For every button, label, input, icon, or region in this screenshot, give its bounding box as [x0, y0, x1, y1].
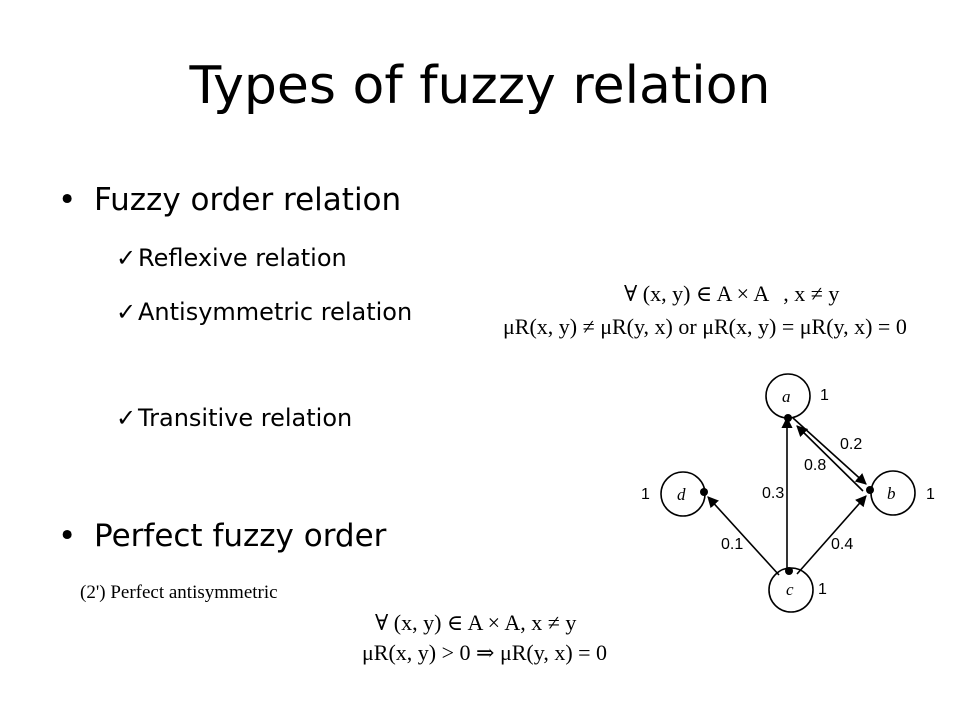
bullet-perfect-fuzzy-order: •Perfect fuzzy order: [58, 518, 387, 554]
bullet-dot-icon: •: [58, 182, 77, 218]
node-d: [700, 488, 708, 496]
edge-b-a: [796, 425, 864, 492]
checkmark-icon: ✓: [116, 404, 137, 432]
self-loop-label-d: 1: [641, 486, 650, 503]
node-label-a: a: [782, 387, 791, 406]
self-loop-label-a: 1: [820, 387, 829, 404]
node-c: [785, 567, 793, 575]
sub-item-transitive: ✓Transitive relation: [116, 404, 353, 432]
self-loop-label-b: 1: [926, 486, 935, 503]
node-label-d: d: [677, 485, 686, 504]
checkmark-icon: ✓: [116, 244, 137, 272]
slide-title: Types of fuzzy relation: [189, 56, 771, 116]
sub-item-antisymmetric: ✓Antisymmetric relation: [116, 298, 413, 326]
checkmark-icon: ✓: [116, 298, 137, 326]
antisym-formula-line1: ∀ (x, y) ∈ A × A, x ≠ y: [624, 281, 840, 306]
perfect-antisymmetric-caption: (2') Perfect antisymmetric: [80, 582, 278, 603]
edge-label-b-a: 0.8: [804, 457, 826, 474]
node-label-b: b: [887, 484, 896, 503]
bullet-dot-icon: •: [58, 518, 77, 554]
self-loop-label-c: 1: [818, 581, 827, 598]
edge-label-a-b: 0.2: [840, 436, 862, 453]
edge-c-d: [707, 496, 780, 576]
bullet-fuzzy-order-relation: •Fuzzy order relation: [58, 182, 402, 218]
edge-label-c-a: 0.3: [762, 485, 784, 502]
edge-label-c-b: 0.4: [831, 536, 853, 553]
node-label-c: c: [786, 580, 794, 599]
perfect-formula-line1: ∀ (x, y) ∈ A × A, x ≠ y: [375, 610, 577, 635]
edge-c-b: [796, 495, 867, 575]
perfect-formula-line2: μR(x, y) > 0 ⇒ μR(y, x) = 0: [362, 640, 608, 665]
node-b: [866, 486, 874, 494]
antisym-formula-line2: μR(x, y) ≠ μR(y, x) or μR(x, y) = μR(y, …: [503, 314, 907, 339]
sub-item-reflexive: ✓Reflexive relation: [116, 244, 347, 272]
node-a: [784, 414, 792, 422]
edge-label-c-d: 0.1: [721, 536, 743, 553]
